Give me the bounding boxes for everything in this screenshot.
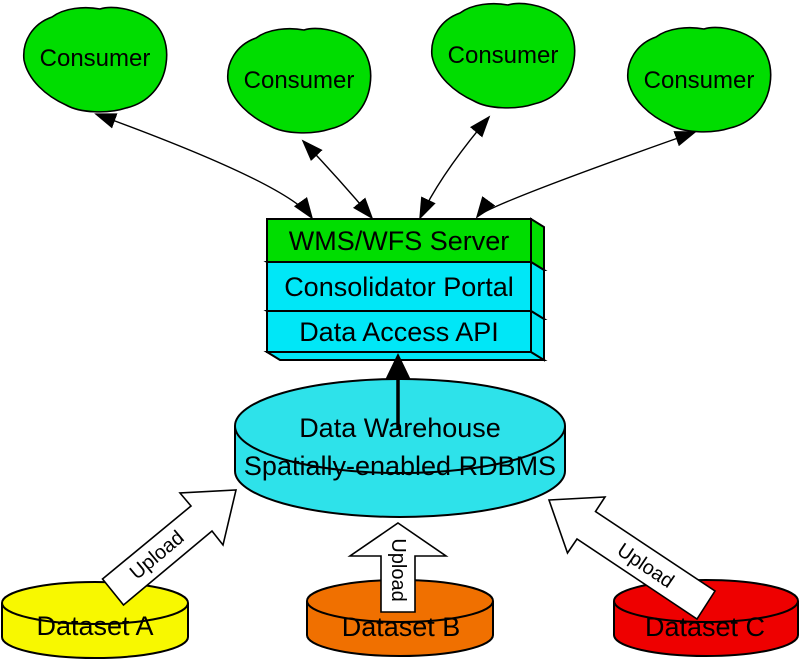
consumer-node-1: Consumer xyxy=(22,6,168,113)
upload-arrow-a-shape xyxy=(101,489,238,607)
connector-consumer3-server xyxy=(419,115,491,220)
upload-arrow-b-label: Upload xyxy=(387,538,409,601)
dataset-a-label: Dataset A xyxy=(36,611,153,641)
connector-consumer4-server xyxy=(475,131,697,219)
wms-wfs-server-box: WMS/WFS Server xyxy=(263,217,548,272)
dataset-c-label: Dataset C xyxy=(645,612,765,642)
upload-arrow-c-shape xyxy=(547,496,717,621)
warehouse-label-line2: Spatially-enabled RDBMS xyxy=(244,451,556,481)
consumer-connectors xyxy=(94,113,697,220)
data-warehouse-cylinder: Data Warehouse Spatially-enabled RDBMS xyxy=(234,378,566,518)
consumer-node-4: Consumer xyxy=(626,26,772,133)
wms-box-label: WMS/WFS Server xyxy=(289,226,510,256)
upload-arrow-a: Upload xyxy=(101,489,238,607)
portal-box-label: Consolidator Portal xyxy=(284,272,514,302)
api-box-label: Data Access API xyxy=(299,317,499,347)
portal-box-side-face xyxy=(530,260,545,321)
consumer-node-3: Consumer xyxy=(430,2,576,109)
upload-arrow-c: Upload xyxy=(547,496,717,621)
api-box-side-face xyxy=(530,309,545,362)
warehouse-to-api-arrow xyxy=(385,353,411,430)
warehouse-label-line1: Data Warehouse xyxy=(299,413,501,443)
consumer-label: Consumer xyxy=(448,42,559,69)
data-access-api-box: Data Access API xyxy=(263,309,548,362)
upload-arrow-b-shape xyxy=(347,522,449,613)
upload-arrow-b: Upload xyxy=(347,522,449,613)
api-box-front-face xyxy=(266,310,532,353)
consumer-label: Consumer xyxy=(644,67,755,94)
wms-box-front-face xyxy=(266,218,532,263)
dataset-a-top-ellipse xyxy=(1,581,189,625)
connector-consumer2-server xyxy=(301,139,374,220)
warehouse-to-api-arrowhead-icon xyxy=(385,353,411,380)
consumer-node-2: Consumer xyxy=(226,27,372,134)
consumer-label: Consumer xyxy=(244,67,355,94)
consumer-label: Consumer xyxy=(40,45,151,72)
api-box-bottom-face xyxy=(263,351,548,361)
dataset-a-cylinder: Dataset A xyxy=(0,581,189,659)
dataset-b-label: Dataset B xyxy=(342,612,461,642)
